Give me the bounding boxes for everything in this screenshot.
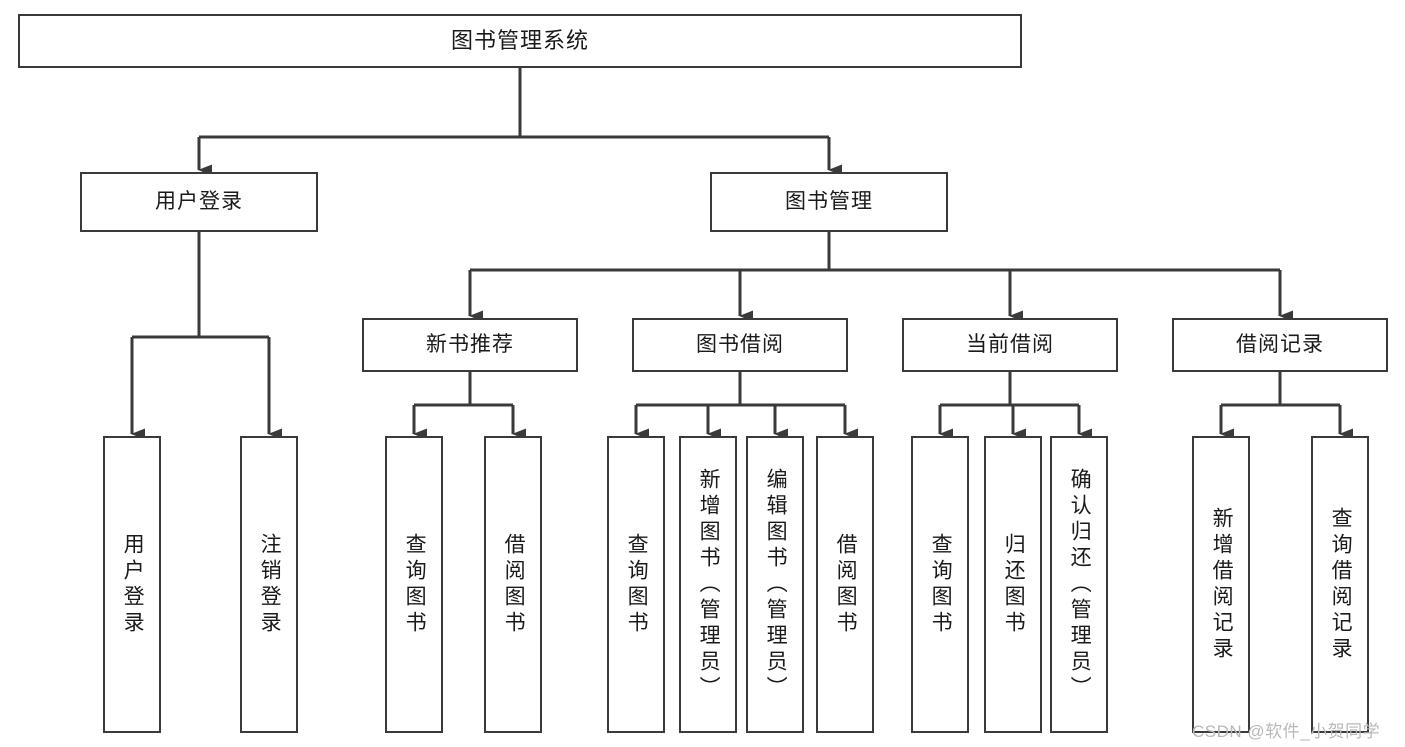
node-label: 确认归还（管理员） xyxy=(1068,467,1092,702)
node-l-bk-query[interactable]: 查询图书 xyxy=(607,436,665,733)
node-label: 新书推荐 xyxy=(426,332,514,356)
node-label: 图书借阅 xyxy=(696,332,784,356)
node-l-cu-confirm[interactable]: 确认归还（管理员） xyxy=(1050,436,1108,733)
node-l-cu-return[interactable]: 归还图书 xyxy=(984,436,1042,733)
node-l-nb-query[interactable]: 查询图书 xyxy=(385,436,443,733)
node-l-bk-borrow[interactable]: 借阅图书 xyxy=(816,436,874,733)
node-label: 查询图书 xyxy=(403,532,427,637)
node-l-rc-add[interactable]: 新增借阅记录 xyxy=(1192,436,1250,733)
node-label: 借阅记录 xyxy=(1236,332,1324,356)
node-bookmgmt[interactable]: 图书管理 xyxy=(710,172,948,232)
node-l-bk-add[interactable]: 新增图书（管理员） xyxy=(679,436,737,733)
node-label: 图书管理 xyxy=(785,189,873,213)
csdn-watermark: CSDN @软件_小贺同学 xyxy=(1192,722,1381,741)
node-login[interactable]: 用户登录 xyxy=(80,172,318,232)
node-label: 归还图书 xyxy=(1002,532,1026,637)
node-label: 当前借阅 xyxy=(966,332,1054,356)
node-label: 查询借阅记录 xyxy=(1329,506,1353,663)
node-label: 新增图书（管理员） xyxy=(697,467,721,702)
node-l-cu-query[interactable]: 查询图书 xyxy=(911,436,969,733)
node-label: 查询图书 xyxy=(929,532,953,637)
node-label: 用户登录 xyxy=(121,532,145,637)
node-label: 查询图书 xyxy=(625,532,649,637)
node-label: 用户登录 xyxy=(155,189,243,213)
node-l-login[interactable]: 用户登录 xyxy=(103,436,161,733)
node-label: 新增借阅记录 xyxy=(1210,506,1234,663)
edge-group xyxy=(130,68,1353,440)
node-l-nb-borrow[interactable]: 借阅图书 xyxy=(484,436,542,733)
node-newbooks[interactable]: 新书推荐 xyxy=(362,318,578,372)
node-label: 图书管理系统 xyxy=(450,28,589,54)
node-label: 注销登录 xyxy=(258,532,282,637)
node-root[interactable]: 图书管理系统 xyxy=(18,14,1022,68)
node-l-rc-query[interactable]: 查询借阅记录 xyxy=(1311,436,1369,733)
node-l-bk-edit[interactable]: 编辑图书（管理员） xyxy=(746,436,804,733)
node-records[interactable]: 借阅记录 xyxy=(1172,318,1388,372)
node-l-logout[interactable]: 注销登录 xyxy=(240,436,298,733)
node-label: 编辑图书（管理员） xyxy=(764,467,788,702)
node-label: 借阅图书 xyxy=(834,532,858,637)
node-current[interactable]: 当前借阅 xyxy=(902,318,1118,372)
node-borrow[interactable]: 图书借阅 xyxy=(632,318,848,372)
node-label: 借阅图书 xyxy=(502,532,526,637)
